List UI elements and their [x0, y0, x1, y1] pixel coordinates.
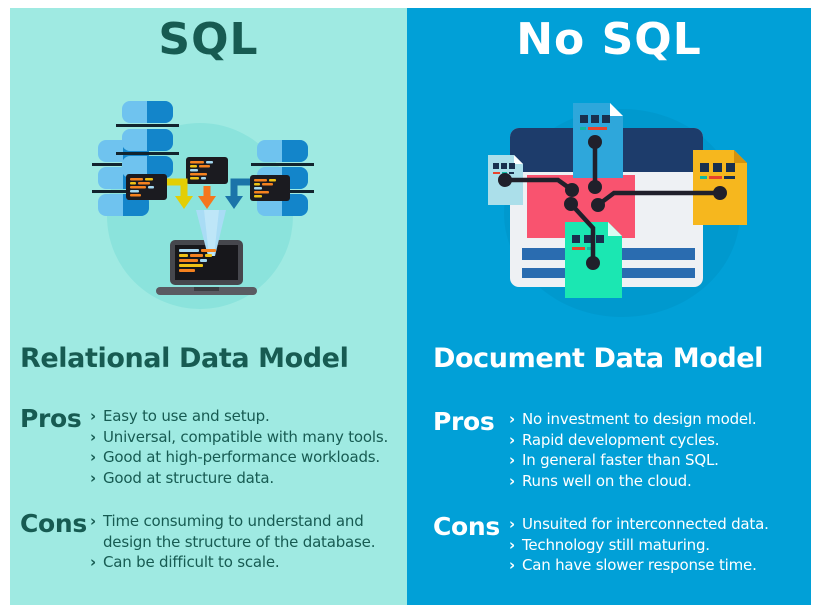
list-item: › Can be difficult to scale.: [90, 552, 400, 573]
pros-item: Runs well on the cloud.: [521, 471, 692, 490]
list-item: › Easy to use and setup.: [90, 406, 400, 427]
down-arrow-icon: [198, 186, 216, 209]
nosql-title: No SQL: [516, 14, 702, 65]
cons-item: Unsuited for interconnected data.: [521, 515, 769, 533]
pros-item: Easy to use and setup.: [102, 407, 270, 425]
chevron-bullet-icon: ›: [509, 451, 515, 469]
sql-panel: SQL: [10, 8, 407, 605]
list-item: › Runs well on the cloud.: [509, 471, 805, 492]
cons-item: Time consuming to understand and design …: [102, 512, 376, 551]
pros-label: Pros: [433, 407, 495, 436]
code-window-icon: [126, 174, 167, 200]
nosql-cons-section: Cons ›Unsuited for interconnected data. …: [433, 514, 805, 576]
list-item: › Can have slower response time.: [509, 555, 805, 576]
list-item: › Good at structure data.: [90, 468, 400, 489]
pros-item: No investment to design model.: [521, 410, 757, 428]
laptop-base: [156, 287, 257, 295]
document-data-model-heading: Document Data Model: [433, 343, 764, 374]
database-stack-icon: [116, 101, 179, 178]
nosql-panel: No SQL: [407, 8, 811, 605]
sql-pros-section: Pros › Easy to use and setup. › Universal,…: [20, 406, 400, 488]
sql-title: SQL: [158, 14, 259, 65]
cons-item: Can have slower response time.: [521, 556, 757, 574]
down-arrow-icon: [225, 178, 250, 209]
chevron-bullet-icon: ›: [90, 553, 96, 571]
nosql-pros-section: Pros › No investment to design model. › Ra…: [433, 409, 805, 491]
cons-item: Technology still maturing.: [521, 535, 710, 554]
down-arrow-icon: [167, 178, 193, 209]
list-item: › In general faster than SQL.: [509, 450, 805, 471]
cons-item: Can be difficult to scale.: [102, 553, 280, 571]
pros-item: In general faster than SQL.: [521, 451, 719, 469]
chevron-bullet-icon: ›: [509, 410, 515, 428]
cons-label: Cons: [433, 512, 501, 541]
list-item: › Unsuited for interconnected data.: [509, 514, 805, 535]
list-item: › Good at high-performance workloads.: [90, 447, 400, 468]
code-window-icon: [186, 157, 228, 184]
relational-data-model-heading: Relational Data Model: [20, 343, 349, 374]
list-item: › Rapid development cycles.: [509, 430, 805, 451]
sql-cons-section: Cons › Time consuming to understand and d…: [20, 511, 400, 573]
pros-item: Universal, compatible with many tools.: [102, 427, 389, 446]
chevron-bullet-icon: ›: [509, 471, 515, 490]
chevron-bullet-icon: ›: [90, 448, 96, 466]
chevron-bullet-icon: ›: [90, 427, 96, 446]
list-item: › Universal, compatible with many tools.: [90, 427, 400, 448]
list-item: › No investment to design model.: [509, 409, 805, 430]
chevron-bullet-icon: ›: [509, 515, 515, 533]
code-window-icon: [250, 175, 290, 201]
sql-illustration: [92, 101, 314, 309]
chevron-bullet-icon: ›: [90, 512, 96, 530]
pros-item: Good at high-performance workloads.: [102, 448, 380, 466]
network-graph-icon: [498, 135, 727, 270]
chevron-bullet-icon: ›: [90, 407, 96, 425]
cons-label: Cons: [20, 509, 88, 538]
pros-item: Rapid development cycles.: [521, 430, 720, 449]
list-item: › Time consuming to understand and design…: [90, 511, 400, 552]
laptop-screen-code: [179, 249, 216, 272]
chevron-bullet-icon: ›: [509, 535, 515, 554]
pros-label: Pros: [20, 404, 82, 433]
funnel-icon: [196, 210, 226, 256]
chevron-bullet-icon: ›: [509, 430, 515, 449]
chevron-bullet-icon: ›: [90, 468, 96, 487]
list-item: › Technology still maturing.: [509, 535, 805, 556]
nosql-illustration: [488, 103, 747, 317]
pros-item: Good at structure data.: [102, 468, 274, 487]
chevron-bullet-icon: ›: [509, 556, 515, 574]
